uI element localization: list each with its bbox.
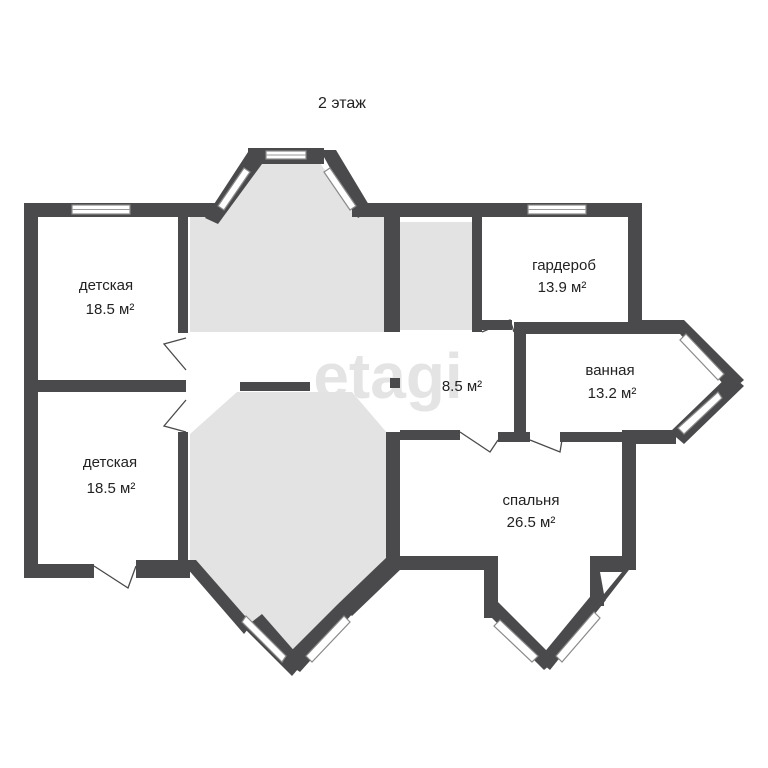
room-name-kids1: детская [79, 277, 133, 294]
bay-window-top [205, 148, 372, 224]
bay-window-bedroom [486, 566, 632, 670]
interior-walls [34, 217, 632, 578]
room-name-bath: ванная [585, 362, 634, 379]
room-area-kids2: 18.5 м² [87, 480, 136, 497]
bay-window-bottom [180, 556, 402, 676]
room-area-hall: 8.5 м² [442, 378, 482, 395]
room-area-bedroom: 26.5 м² [507, 514, 556, 531]
room-name-kids2: детская [83, 454, 137, 471]
doors [93, 319, 563, 589]
bay-window-bath [668, 320, 744, 444]
wall-windows-top [71, 204, 587, 215]
room-name-wardrobe: гардероб [532, 257, 596, 274]
room-area-kids1: 18.5 м² [86, 301, 135, 318]
floor-title: 2 этаж [318, 95, 366, 112]
void-lower [190, 392, 388, 660]
room-area-bath: 13.2 м² [588, 385, 637, 402]
room-area-wardrobe: 13.9 м² [538, 279, 587, 296]
room-name-bedroom: спальня [503, 492, 560, 509]
stair-void [398, 222, 472, 330]
void-upper [190, 163, 385, 332]
